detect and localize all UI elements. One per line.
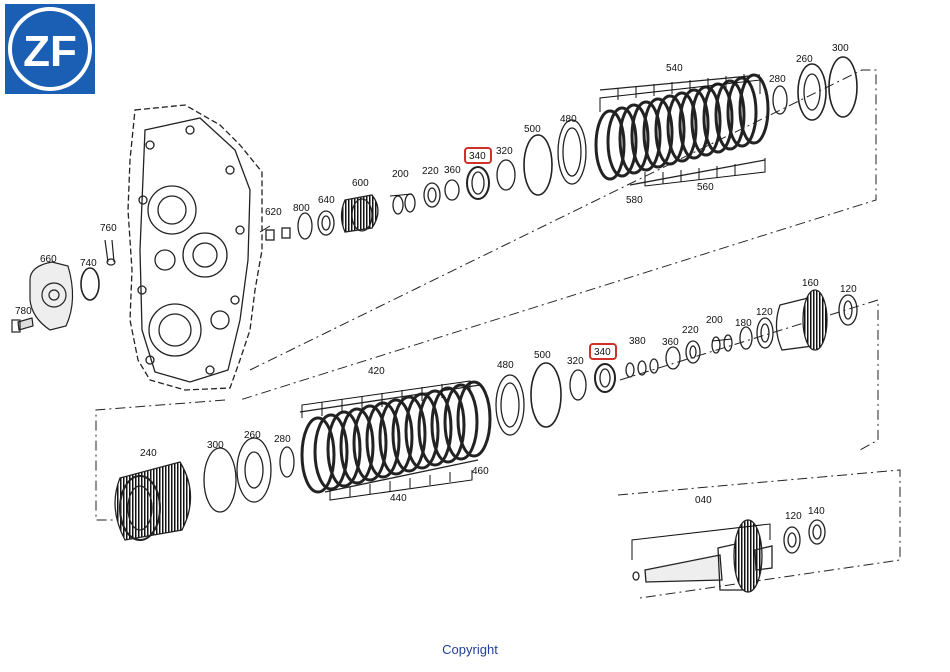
part-label-360-bottom[interactable]: 360 [662,337,679,348]
logo-text: ZF [23,27,77,76]
top-row-components [265,56,858,241]
part-label-780[interactable]: 780 [15,306,32,317]
part-label-340-bottom[interactable]: 340 [594,347,611,358]
part-label-500-bottom[interactable]: 500 [534,350,551,361]
part-label-320-top[interactable]: 320 [496,146,513,157]
part-label-260-bottom[interactable]: 260 [244,430,261,441]
part-label-360-top[interactable]: 360 [444,165,461,176]
part-label-300-top[interactable]: 300 [832,43,849,54]
part-label-120-shaft[interactable]: 120 [785,511,802,522]
part-label-200-bottom[interactable]: 200 [706,315,723,326]
part-label-320-bottom[interactable]: 320 [567,356,584,367]
part-label-280-bottom[interactable]: 280 [274,434,291,445]
part-labels: 540 560 580 280 260 300 500 480 340 320 … [15,43,857,522]
part-label-220-top[interactable]: 220 [422,166,439,177]
logo-ring [8,7,92,91]
part-label-220-bottom[interactable]: 220 [682,325,699,336]
part-label-740[interactable]: 740 [80,258,97,269]
part-label-460[interactable]: 460 [472,466,489,477]
part-label-540[interactable]: 540 [666,63,683,74]
part-label-620[interactable]: 620 [265,207,282,218]
part-label-800[interactable]: 800 [293,203,310,214]
callout-brackets [259,74,771,560]
part-label-640[interactable]: 640 [318,195,335,206]
bottom-row-components [114,289,858,541]
part-label-040[interactable]: 040 [695,495,712,506]
part-label-340-top[interactable]: 340 [469,151,486,162]
part-label-120-right[interactable]: 120 [840,284,857,295]
pump-assembly [11,239,116,333]
clutch-pack-540 [594,73,770,181]
highlight-340-top [464,147,492,164]
copyright-footer: Copyright [442,642,498,657]
part-label-580[interactable]: 580 [626,195,643,206]
part-label-200-top[interactable]: 200 [392,169,409,180]
part-label-660[interactable]: 660 [40,254,57,265]
part-label-480-bottom[interactable]: 480 [497,360,514,371]
logo-background [5,4,95,94]
assembly-lines [95,69,901,599]
part-label-500-top[interactable]: 500 [524,124,541,135]
part-label-380[interactable]: 380 [629,336,646,347]
part-label-140[interactable]: 140 [808,506,825,517]
part-label-300-bottom[interactable]: 300 [207,440,224,451]
highlight-340-bottom [589,343,617,360]
part-label-120-mid[interactable]: 120 [756,307,773,318]
part-label-180[interactable]: 180 [735,318,752,329]
part-label-600[interactable]: 600 [352,178,369,189]
part-label-480-top[interactable]: 480 [560,114,577,125]
part-label-760[interactable]: 760 [100,223,117,234]
part-label-560[interactable]: 560 [697,182,714,193]
part-label-280-top[interactable]: 280 [769,74,786,85]
output-shaft-040 [632,519,826,593]
part-label-160[interactable]: 160 [802,278,819,289]
part-label-420[interactable]: 420 [368,366,385,377]
clutch-pack-420 [300,380,492,494]
transmission-housing [127,104,263,391]
part-label-260-top[interactable]: 260 [796,54,813,65]
part-label-240[interactable]: 240 [140,448,157,459]
part-label-440[interactable]: 440 [390,493,407,504]
zf-logo: ZF [5,4,95,94]
